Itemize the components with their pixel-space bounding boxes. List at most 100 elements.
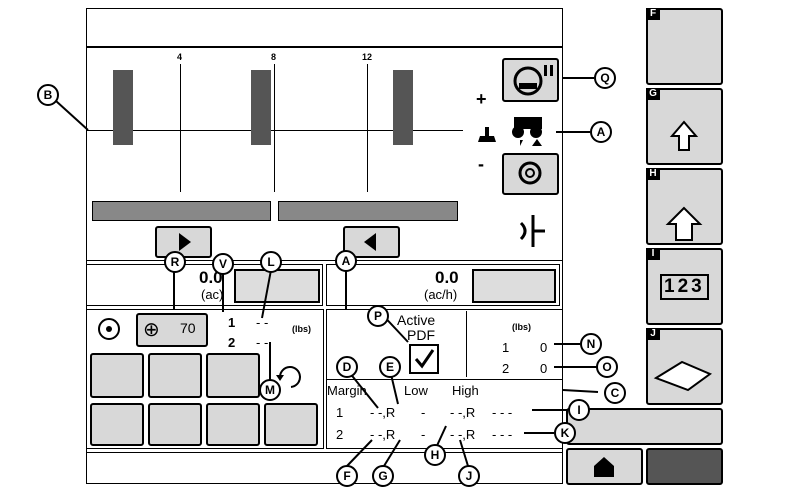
table-divider xyxy=(326,379,563,380)
function-button-1[interactable] xyxy=(90,353,144,398)
graph-tick-8: 8 xyxy=(271,52,277,62)
callout-a: A xyxy=(590,121,612,143)
rate-selector[interactable] xyxy=(472,269,556,303)
graph-baseline xyxy=(86,130,463,131)
callout-c: C xyxy=(604,382,626,404)
row-up-label: 1 xyxy=(228,315,236,330)
rate-value: 0.0 xyxy=(435,268,459,287)
function-button-4[interactable] xyxy=(90,403,144,446)
callout-m: M xyxy=(259,379,281,401)
callout-d: D xyxy=(336,356,358,378)
function-button-2[interactable] xyxy=(148,353,202,398)
callout-n: N xyxy=(580,333,602,355)
row-2-num: 2 xyxy=(336,427,344,442)
right-arrow-icon xyxy=(179,233,191,251)
counts-unit: (lbs) xyxy=(512,322,531,332)
speed-value: 70 xyxy=(180,320,196,336)
side-tag-j: J xyxy=(646,328,660,340)
function-button-6[interactable] xyxy=(206,403,260,446)
function-button-5[interactable] xyxy=(148,403,202,446)
side-blank-button[interactable] xyxy=(566,408,723,445)
callout-k: K xyxy=(554,422,576,444)
home-icon xyxy=(594,457,614,477)
check-icon xyxy=(414,349,435,369)
up-arrow-icon xyxy=(665,206,703,241)
row-1-high: - -,R xyxy=(450,405,476,420)
menu-button[interactable] xyxy=(646,448,723,485)
graph-gridline-4 xyxy=(180,64,181,192)
graph-panel xyxy=(86,47,563,261)
side-button-i-label: 123 xyxy=(660,274,709,300)
graph-tick-4: 4 xyxy=(177,52,183,62)
left-arrow-icon xyxy=(364,233,376,251)
side-button-g[interactable] xyxy=(646,88,723,165)
row-down-label: 2 xyxy=(228,335,236,350)
function-button-3[interactable] xyxy=(206,353,260,398)
graph-gridline-8 xyxy=(274,64,275,192)
callout-p: P xyxy=(367,305,389,327)
row-1-num: 1 xyxy=(336,405,344,420)
pdf-checkbox[interactable] xyxy=(409,344,439,374)
rate-unit: (ac/h) xyxy=(424,287,458,302)
count-row-2-value: 0 xyxy=(540,361,548,376)
gear-icon xyxy=(518,161,542,185)
callout-e: E xyxy=(379,356,401,378)
side-button-h[interactable] xyxy=(646,168,723,245)
side-button-f[interactable] xyxy=(646,8,723,85)
row-up-dash: - - xyxy=(256,315,269,330)
row-2-dash: - xyxy=(421,427,426,442)
callout-a-secondary: A xyxy=(335,250,357,272)
side-button-i[interactable] xyxy=(646,248,723,325)
book-icon xyxy=(653,360,713,392)
pdf-line-1: Active xyxy=(397,312,436,328)
row-2-high: - -,R xyxy=(450,427,476,442)
callout-l: L xyxy=(260,251,282,273)
callout-j: J xyxy=(458,465,480,487)
increase-sign: + xyxy=(476,89,487,109)
side-tag-f: F xyxy=(646,8,660,20)
left-wing-bar xyxy=(92,201,271,221)
section-bar xyxy=(251,70,271,145)
graph-gridline-12 xyxy=(367,64,368,192)
count-row-1-label: 1 xyxy=(502,340,510,355)
count-row-2-label: 2 xyxy=(502,361,510,376)
up-arrow-icon xyxy=(669,120,699,151)
status-bar xyxy=(86,452,563,484)
count-row-1-value: 0 xyxy=(540,340,548,355)
section-bar xyxy=(113,70,133,145)
crosshair-icon: ⊕ xyxy=(143,319,160,341)
downforce-icon xyxy=(478,117,542,146)
pause-button[interactable] xyxy=(502,58,559,102)
row-2-low: - -,R xyxy=(370,427,396,442)
header-low: Low xyxy=(404,383,428,398)
settings-button[interactable] xyxy=(502,153,559,195)
row-1-dash: - xyxy=(421,405,426,420)
row-1-low: - -,R xyxy=(370,405,396,420)
callout-o: O xyxy=(596,356,618,378)
counts-divider xyxy=(466,311,467,377)
side-tag-g: G xyxy=(646,88,660,100)
row-2-tail: - - - xyxy=(492,427,513,442)
graph-tick-12: 12 xyxy=(362,52,373,62)
callout-h: H xyxy=(424,444,446,466)
area-unit: (ac) xyxy=(201,287,224,302)
steering-wheel-icon xyxy=(98,318,120,340)
title-bar xyxy=(86,8,563,47)
function-button-7[interactable] xyxy=(264,403,318,446)
header-margin: Margin xyxy=(327,383,367,398)
side-button-j[interactable] xyxy=(646,328,723,405)
speed-button[interactable] xyxy=(136,313,208,347)
gauge-pause-icon xyxy=(513,65,553,96)
hitch-icon xyxy=(519,215,545,247)
callout-v: V xyxy=(212,253,234,275)
callout-i: I xyxy=(568,399,590,421)
callout-g: G xyxy=(372,465,394,487)
callout-q: Q xyxy=(594,67,616,89)
callout-b: B xyxy=(37,84,59,106)
right-wing-bar xyxy=(278,201,458,221)
decrease-sign: - xyxy=(478,154,484,174)
home-button[interactable] xyxy=(566,448,643,485)
refresh-icon xyxy=(276,366,301,388)
callout-f: F xyxy=(336,465,358,487)
